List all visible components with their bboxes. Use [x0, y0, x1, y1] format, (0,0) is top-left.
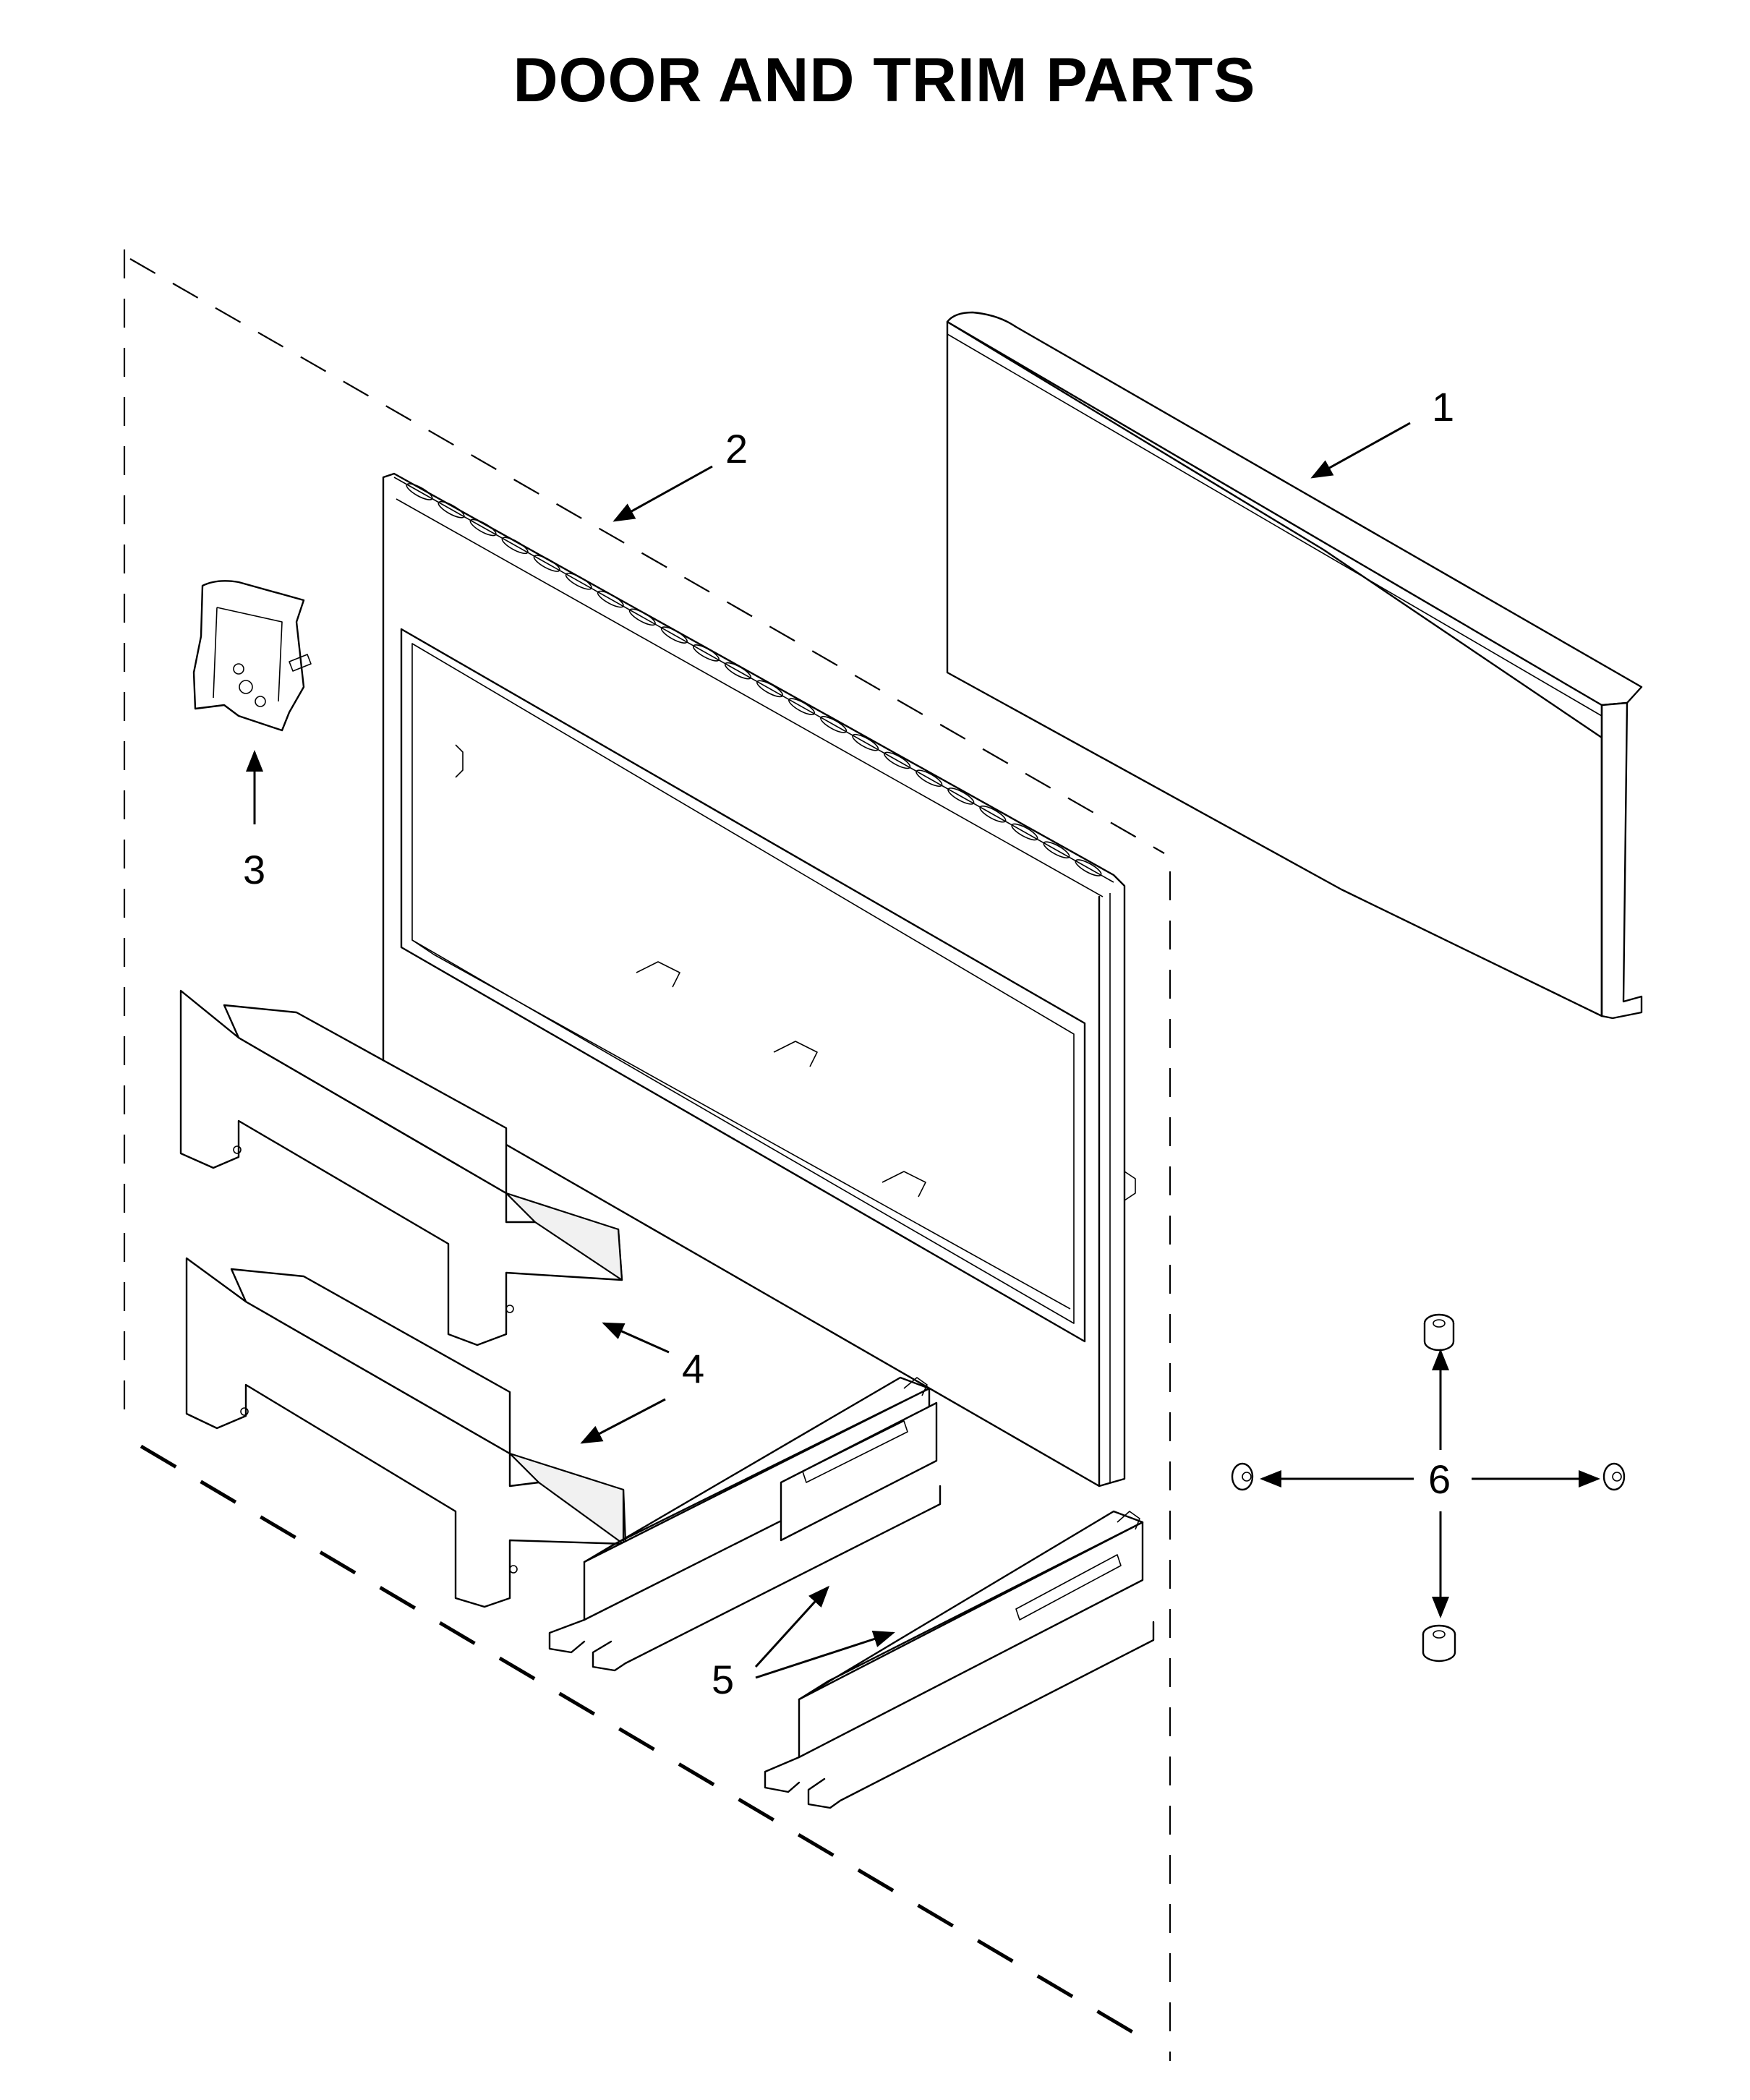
- vent-slot: [597, 590, 624, 608]
- vent-slot: [565, 572, 592, 590]
- vent-slot: [979, 805, 1007, 823]
- rails-part: [548, 1376, 1155, 1809]
- vent-slot: [628, 608, 656, 626]
- vent-slot: [501, 537, 529, 555]
- vent-slot: [533, 555, 560, 572]
- callout-labels: 1 2 3 4 5 6: [243, 384, 1454, 1702]
- hardware-bag-part: [192, 580, 312, 732]
- vent-slot: [469, 518, 497, 537]
- callout-1-arrow: [1310, 422, 1411, 479]
- callout-arrows: [246, 422, 1600, 1679]
- vent-slot: [724, 662, 752, 680]
- vent-slot: [947, 788, 975, 805]
- callout-5-arrow-a: [754, 1585, 830, 1668]
- page-title: DOOR AND TRIM PARTS: [513, 46, 1256, 115]
- bumpers-part: [1231, 1313, 1626, 1662]
- callout-4-arrow-b: [580, 1398, 666, 1444]
- vent-slot: [406, 483, 433, 500]
- vent-slot: [1075, 859, 1102, 876]
- vent-slot: [788, 698, 816, 715]
- vent-slot: [438, 500, 465, 518]
- callout-4-arrow-a: [602, 1322, 670, 1354]
- vent-slot: [660, 626, 688, 644]
- callout-1: 1: [1432, 384, 1454, 430]
- frame-vent-slots: [406, 483, 1102, 876]
- assembly-outline: [123, 249, 1171, 2061]
- callout-5-arrow-b: [755, 1630, 895, 1679]
- vent-slot: [692, 644, 720, 662]
- trim-panel-part: [946, 311, 1643, 1020]
- vent-slot: [915, 769, 943, 788]
- callout-2-arrow: [612, 465, 713, 522]
- vent-slot: [1043, 841, 1070, 859]
- callout-5: 5: [712, 1657, 734, 1702]
- callout-3: 3: [243, 847, 265, 892]
- door-frame-part: [382, 472, 1136, 1488]
- vent-slot: [820, 716, 848, 733]
- vent-slot: [852, 733, 879, 751]
- side-brackets-part: [179, 989, 627, 1608]
- vent-slot: [1011, 823, 1038, 841]
- vent-slot: [884, 751, 911, 769]
- vent-slot: [756, 680, 784, 698]
- callout-2: 2: [725, 426, 748, 471]
- callout-4: 4: [682, 1346, 704, 1391]
- callout-6: 6: [1428, 1456, 1451, 1502]
